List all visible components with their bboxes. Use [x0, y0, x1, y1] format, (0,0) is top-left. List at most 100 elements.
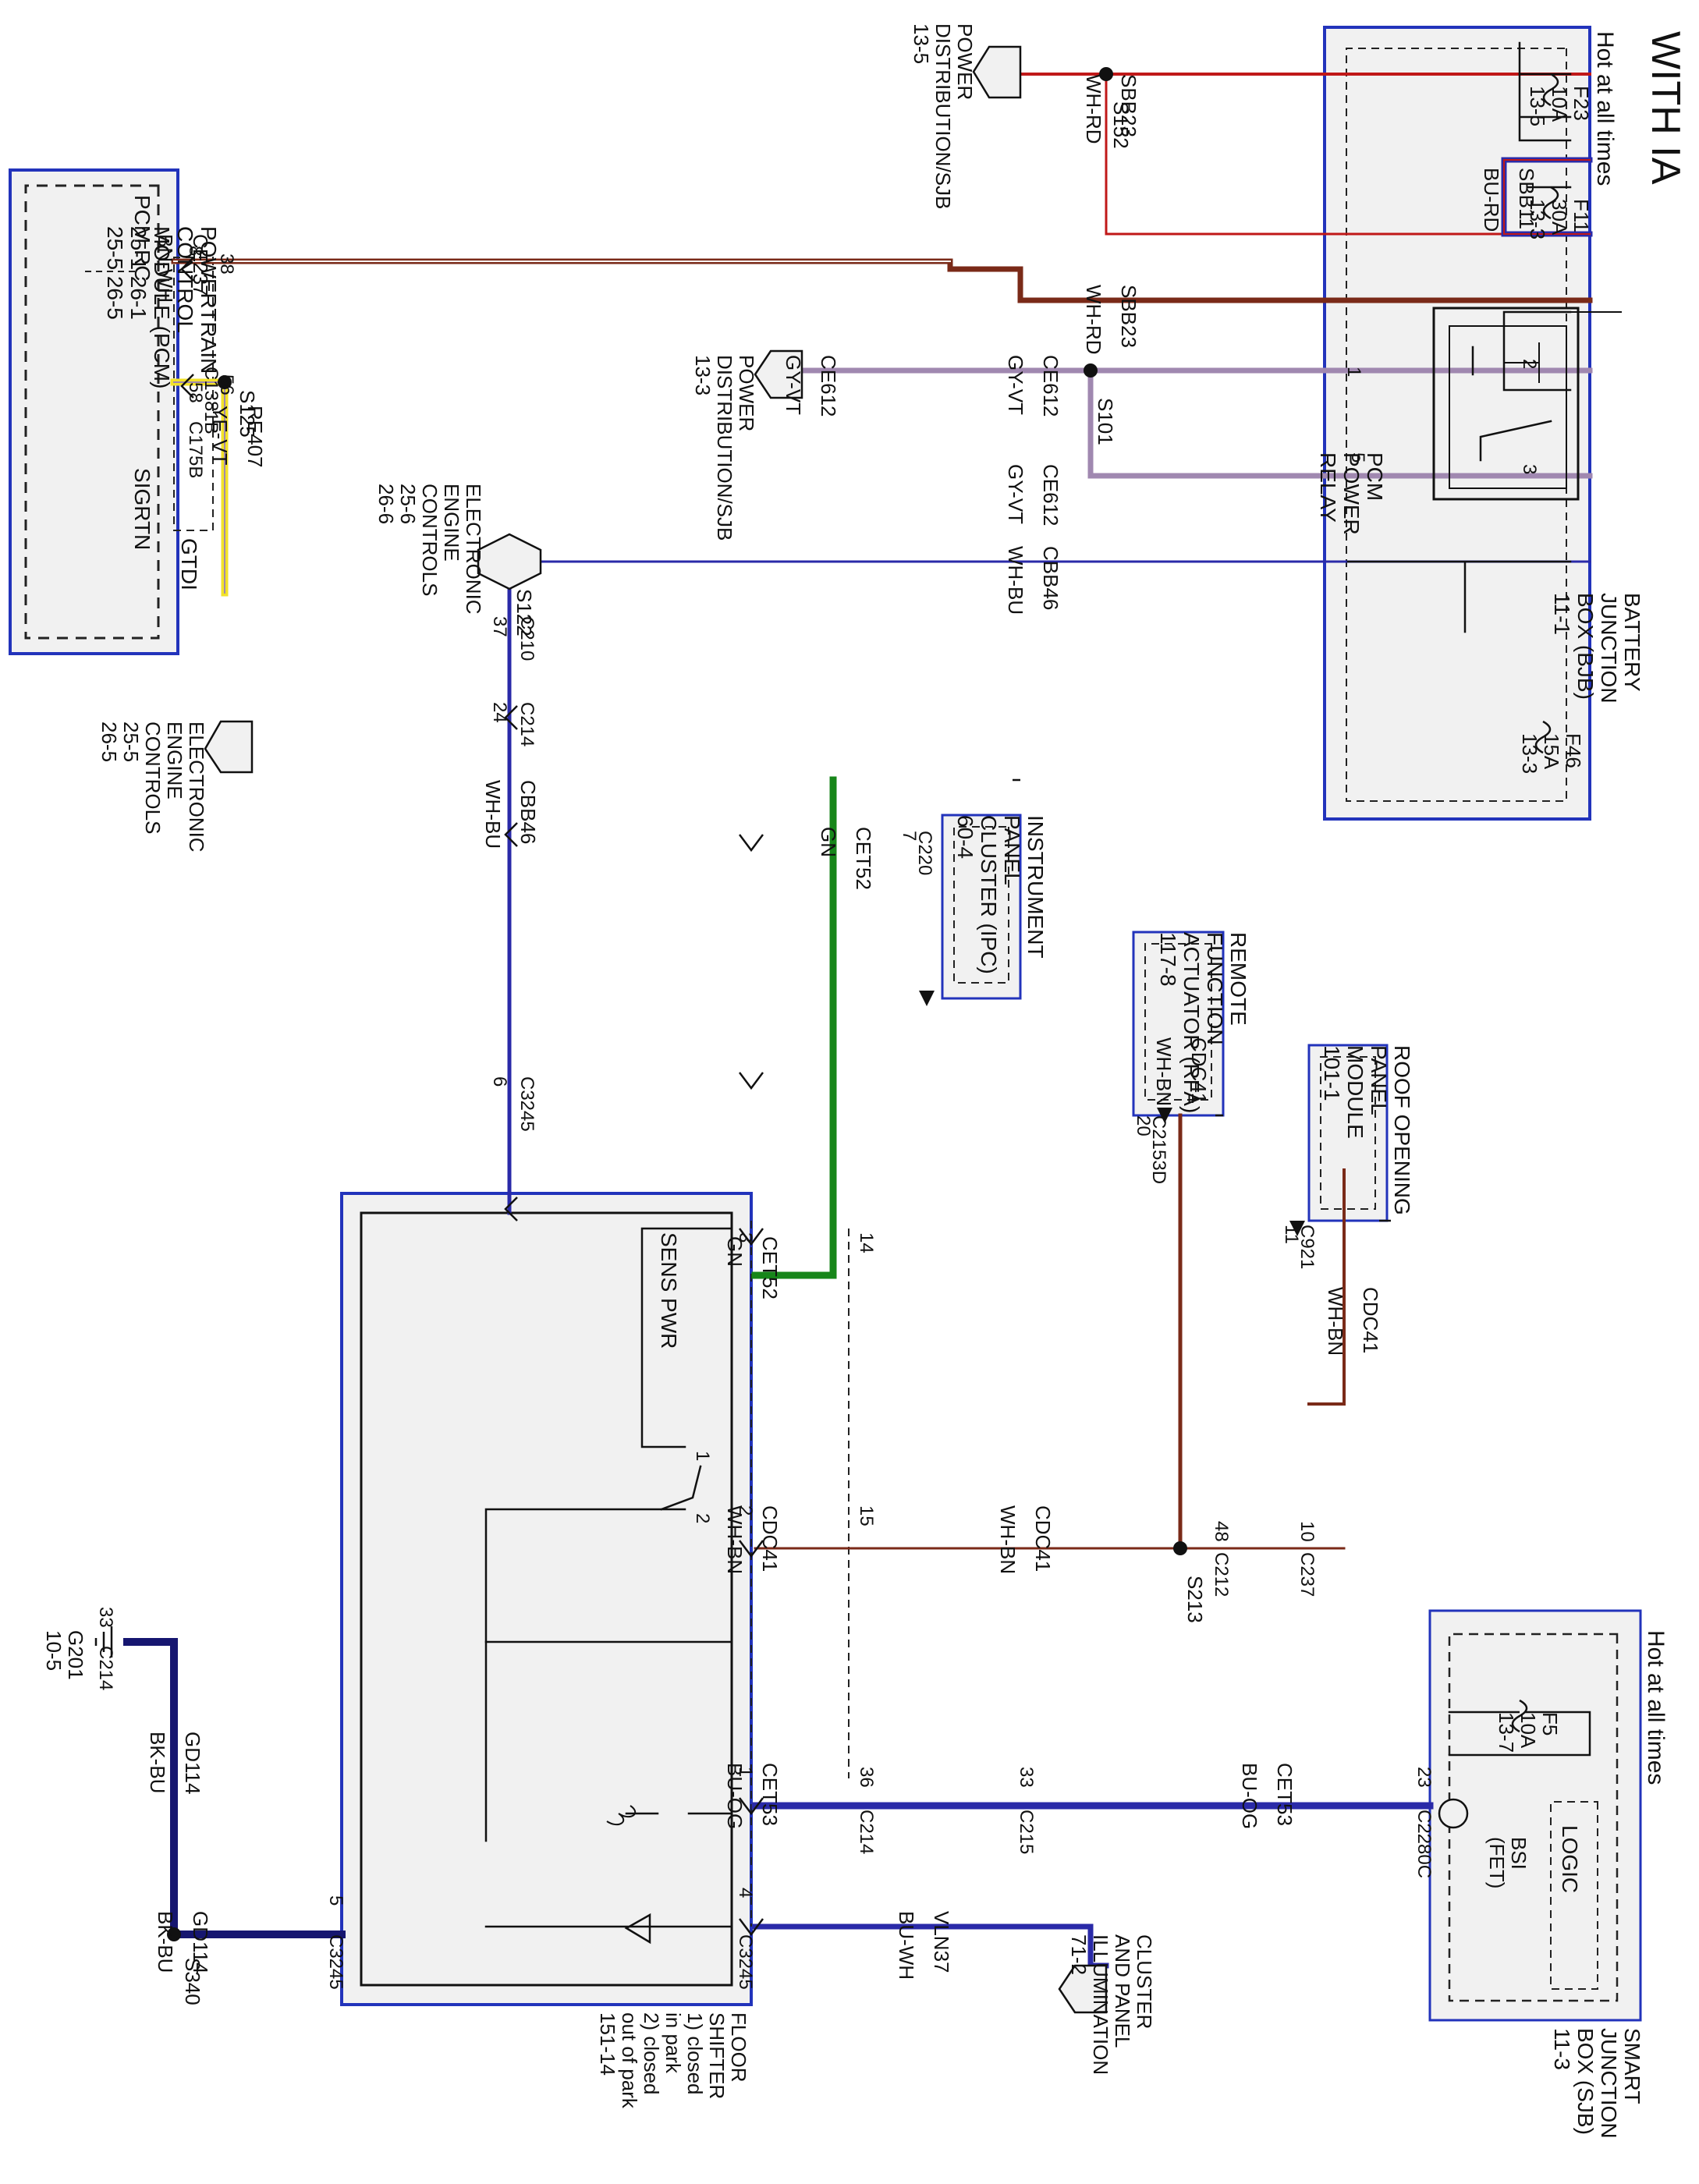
roof-label: PANEL: [1367, 1045, 1391, 1115]
ref-eec-top-label: 25-6: [396, 484, 420, 524]
ground-symbol: [94, 1626, 113, 1658]
wire-gd114: [123, 1638, 346, 1938]
ref-eec-top-label: 26-6: [374, 484, 398, 524]
switch-pin-1: 1: [692, 1451, 713, 1461]
roof-label: 101-1: [1320, 1045, 1344, 1101]
wire-cdc41-roof: [1307, 1168, 1346, 1406]
circuit-re407-color: YE-VT: [208, 406, 232, 466]
ref-eec-left-label: 26-5: [98, 722, 121, 762]
led-symbol: [624, 1913, 651, 1945]
ref-eec-left-label: CONTROLS: [141, 722, 165, 834]
circuit-cet52_h-name: CET52: [758, 1236, 782, 1299]
shifter-label: in park: [662, 2012, 685, 2074]
circuit-cdc41_b-name: CDC41: [1031, 1505, 1055, 1572]
circuit-cbb46_v-color: WH-BU: [481, 780, 505, 849]
circuit-cdc41_a-name: CDC41: [758, 1505, 782, 1572]
connector-s_pin3: 3: [735, 1232, 756, 1243]
connector-c2280c: C2280C: [1413, 1810, 1435, 1878]
splice-s213: [1173, 1541, 1187, 1555]
connector-c210: C210: [516, 616, 537, 661]
connector-c921: C921: [1296, 1225, 1318, 1269]
splice-label: S125: [236, 390, 259, 438]
circuit-ce612_c-color: GY-VT: [1004, 464, 1027, 524]
pcm-inner-label: PCM RC: [130, 195, 154, 281]
ipc-label: INSTRUMENT: [1023, 815, 1048, 959]
wire-cet52: [751, 776, 837, 1279]
shifter-label: 1) closed: [683, 2012, 707, 2095]
connector-c3245c: C3245: [325, 1934, 346, 1990]
fuse-ref: 13-3: [1518, 733, 1541, 774]
connector-c215_pin: 33: [1016, 1767, 1037, 1788]
circuit-cdc41_b-color: WH-BN: [996, 1505, 1020, 1574]
circuit-cdc41_rfa-name: CDC41: [1187, 1037, 1211, 1104]
fuse-name: F11: [1570, 199, 1593, 232]
relay-label: PCM: [1363, 452, 1387, 501]
ref-pd-mid-label: 13-3: [691, 355, 715, 395]
circuit-cbb46_h-name: CBB46: [1039, 546, 1062, 610]
bjb-label: JUNCTION: [1597, 593, 1621, 704]
connector-c220_pin: 7: [899, 831, 920, 841]
fuse-rating: 10A: [1516, 1712, 1540, 1749]
connector-c1381b: C1381B: [200, 367, 222, 434]
diagram-title: WITH IA: [1643, 31, 1688, 185]
ref-pd-mid-label: DISTRIBUTION/SJB: [713, 355, 736, 541]
shifter-label: 151-14: [596, 2012, 619, 2076]
hot-bjb-label: Hot at all times: [1592, 31, 1618, 186]
fuse-name: F46: [1562, 733, 1585, 768]
connector-c237: C237: [1296, 1552, 1318, 1597]
fuse-f23: [1542, 73, 1559, 107]
ref-pd-top-label: 13-5: [910, 23, 933, 64]
circuit-cdc41_rfa-color: WH-BN: [1152, 1037, 1176, 1106]
fuse-rating: 10A: [1548, 86, 1571, 122]
connector-c212: C212: [1211, 1552, 1232, 1597]
relay-label: POWER: [1339, 452, 1364, 535]
ref-illum-label: 71-2: [1067, 1934, 1091, 1975]
ref-pd-mid-label: POWER: [735, 355, 758, 431]
ref-eec-left: [204, 720, 254, 774]
rfa-label: REMOTE: [1226, 932, 1250, 1026]
bsi-label: BSI: [1507, 1837, 1531, 1870]
fuse-name: F23: [1570, 86, 1593, 121]
connector-c214a: C214: [516, 702, 537, 746]
circuit-ce612_a-color: GY-VT: [782, 355, 805, 415]
fuse-ref: 13-3: [1526, 199, 1549, 239]
connector-c1381b_38: 38: [216, 254, 237, 275]
connector-c3245c_pin: 5: [325, 1895, 346, 1906]
connector-c220: C220: [914, 831, 935, 875]
wire-ce237: [171, 258, 953, 272]
circuit-ce237-name: CE237: [189, 234, 212, 296]
connector-s_pin2: 2: [735, 1505, 756, 1516]
splice-s152: [1099, 67, 1113, 81]
circuit-cet52_v-name: CET52: [852, 827, 875, 890]
fuse-f11: [1542, 186, 1559, 220]
circuit-re407-name: RE407: [243, 406, 267, 468]
circuit-cet52_h-color: GN: [723, 1236, 747, 1267]
relay-pin-1: 1: [1343, 367, 1364, 377]
circuit-cdc41_roof-color: WH-BN: [1324, 1287, 1347, 1356]
circuit-ce612_a-name: CE612: [817, 355, 840, 417]
ref-eec-left-label: ENGINE: [163, 722, 186, 800]
ref-eec-left-label: ELECTRONIC: [185, 722, 208, 853]
sjb-label: SMART: [1620, 2028, 1644, 2104]
connector-s_pin14: 14: [856, 1232, 877, 1253]
rfa-label: FUNCTION: [1203, 932, 1227, 1045]
sjb-label: JUNCTION: [1597, 2028, 1621, 2139]
ref-eec-top-label: CONTROLS: [418, 484, 442, 596]
shifter-label: 2) closed: [640, 2012, 663, 2095]
connector-c921_pin: 11: [1281, 1225, 1302, 1244]
circuit-gd114_v-name: GD114: [181, 1732, 204, 1794]
splice-label: S340: [181, 1958, 204, 2005]
circuit-cet52_v-color: GN: [817, 827, 840, 857]
ipc-label: PANEL: [1000, 815, 1024, 885]
fuse-f46: [1534, 720, 1552, 754]
connector-s_pin1: 1: [735, 1767, 756, 1777]
roof-panel-module: [1307, 1044, 1389, 1222]
circuit-cet53_b-name: CET53: [1273, 1763, 1296, 1826]
circuit-ce612_b-name: CE612: [1039, 355, 1062, 417]
sens-pwr-label: SENS PWR: [657, 1232, 681, 1349]
pcm-module: [9, 168, 179, 655]
circuit-vln37-name: VLN37: [930, 1911, 953, 1973]
relay-label: RELAY: [1316, 452, 1340, 523]
ref-eec-top-label: ENGINE: [440, 484, 463, 562]
